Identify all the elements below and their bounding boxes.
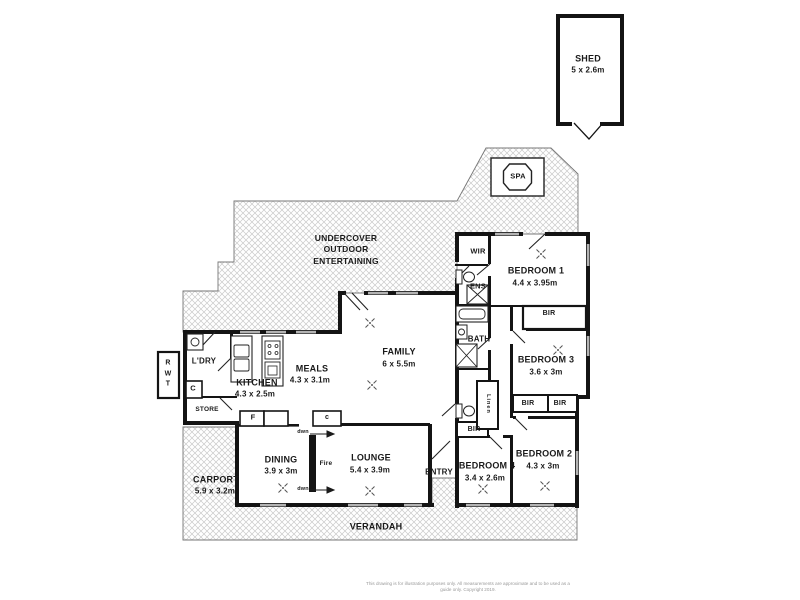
step-arrows <box>310 430 336 494</box>
disclaimer-line1: This drawing is for illustration purpose… <box>366 581 570 587</box>
kitchen-bench <box>230 335 284 387</box>
disclaimer-line2: guide only. Copyright 2019. <box>440 587 496 593</box>
bir-label-bedroom3: BIR <box>521 399 535 407</box>
bir-box-bedroom2 <box>547 394 578 413</box>
bath-label: BATH <box>467 334 491 344</box>
bedroom1-label: BEDROOM 1 <box>507 265 565 276</box>
bedroom3-dims: 3.6 x 3m <box>529 367 563 377</box>
linen-label: Linen <box>485 394 492 414</box>
bedroom3-label: BEDROOM 3 <box>517 354 575 365</box>
verandah-label: VERANDAH <box>349 521 403 532</box>
shed-door-gap <box>572 118 600 128</box>
bir-box-bedroom1 <box>521 304 588 331</box>
cooktop-icon <box>264 340 281 360</box>
cupboard-box <box>263 410 289 427</box>
store-label: STORE <box>195 406 219 414</box>
cupboard-box-small <box>312 410 342 427</box>
linen-box <box>476 380 499 430</box>
dwn-label-bottom: dwn <box>297 485 309 492</box>
wir-label: WIR <box>470 246 486 256</box>
cupboard-small-label: c <box>324 413 330 421</box>
shower-icon-ens <box>466 284 489 305</box>
dining-dims: 3.9 x 3m <box>264 466 298 476</box>
kitchen-label: KITCHEN <box>236 377 278 388</box>
bir-label-bedroom2: BIR <box>553 399 567 407</box>
lounge-label: LOUNGE <box>351 452 391 463</box>
bir-label-bedroom4: BIR <box>467 425 481 433</box>
cupboard-label: C <box>190 383 196 393</box>
rainwater-tank-box <box>156 350 181 400</box>
fridge-label: F <box>250 412 256 422</box>
bedroom4-label: BEDROOM 4 <box>458 460 516 471</box>
shed-outline <box>556 14 624 140</box>
shower-icon-bath <box>455 343 478 368</box>
carport-dims: 5.9 x 3.2m <box>194 486 236 496</box>
family-dims: 6 x 5.5m <box>382 359 416 369</box>
spa-icon <box>490 157 545 197</box>
carport-label: CARPORT <box>193 474 239 485</box>
bathtub-icon <box>455 305 489 323</box>
fixtures <box>186 269 489 419</box>
cupboard-box-laundry <box>185 380 203 399</box>
bedroom2-label: BEDROOM 2 <box>515 448 573 459</box>
rainwater-tank-label: R W T <box>164 359 172 388</box>
family-label: FAMILY <box>382 346 416 357</box>
kitchen-dims: 4.3 x 2.5m <box>234 389 276 399</box>
ens-label: ENS <box>469 281 487 291</box>
bedroom2-dims: 4.3 x 3m <box>526 461 560 471</box>
bedroom4-dims: 3.4 x 2.6m <box>464 473 506 483</box>
spa-label: SPA <box>510 171 526 181</box>
outdoor-entertaining-label: UNDERCOVER OUTDOOR ENTERTAINING <box>313 232 379 266</box>
windows <box>240 232 590 507</box>
storage-boxes <box>156 304 588 438</box>
entry-label: ENTRY <box>425 467 453 477</box>
meals-dims: 4.3 x 3.1m <box>289 375 331 385</box>
laundry-trough-icon <box>186 333 204 351</box>
fire-label: Fire <box>319 460 333 468</box>
bir-label-bedroom1: BIR <box>542 309 556 317</box>
fireplace-column <box>309 435 316 492</box>
dining-label: DINING <box>264 454 298 465</box>
shed-dims: 5 x 2.6m <box>571 65 605 75</box>
shed-door-icon <box>573 122 604 140</box>
laundry-label: L'DRY <box>191 356 217 366</box>
bedroom1-dims: 4.4 x 3.95m <box>512 278 558 288</box>
kitchen-sink-icon <box>233 344 250 358</box>
basin-icon <box>455 324 468 340</box>
toilet-icon-wc <box>455 403 475 419</box>
dwn-label-top: dwn <box>297 428 309 435</box>
meals-label: MEALS <box>295 363 329 374</box>
toilet-icon-ens <box>455 269 475 285</box>
shed-label: SHED <box>575 53 601 64</box>
lounge-dims: 5.4 x 3.9m <box>349 465 391 475</box>
